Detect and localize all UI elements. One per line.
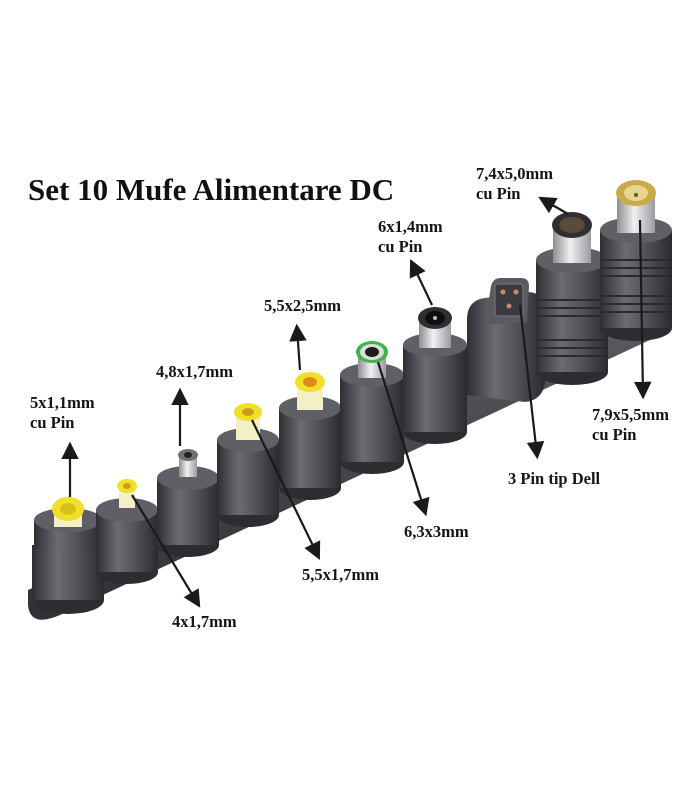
label-3-pin-dell: 3 Pin tip Dell <box>508 469 601 488</box>
connector-5x1-1mm <box>32 497 104 614</box>
label-4x1-7mm: 4x1,7mm <box>172 612 237 631</box>
label-6x1-4mm: 6x1,4mm cu Pin <box>378 217 443 256</box>
arrow-6x1-4mm <box>409 259 433 306</box>
arrow-5-5x1-7mm <box>251 419 321 560</box>
arrow-7-9x5-5mm <box>633 219 652 400</box>
connector-5-5x1-7mm <box>217 403 279 527</box>
connector-6-3x3mm <box>340 341 404 474</box>
annotation-arrows <box>61 196 652 608</box>
arrow-5-5x2-5mm <box>289 323 307 371</box>
label-5-5x2-5mm: 5,5x2,5mm <box>264 296 341 315</box>
arrow-3-pin-dell <box>518 304 545 460</box>
connector-4-8x1-7mm <box>157 449 219 557</box>
connector-6x1-4mm <box>403 307 467 444</box>
label-6-3x3mm: 6,3x3mm <box>404 522 469 541</box>
arrow-4x1-7mm <box>131 494 201 608</box>
label-5x1-1mm: 5x1,1mm cu Pin <box>30 393 95 432</box>
product-title: Set 10 Mufe Alimentare DC <box>28 172 395 207</box>
connector-3-pin-dell <box>467 278 545 402</box>
connector-7-4x5-0mm <box>536 212 608 385</box>
arrow-7-4x5-0mm <box>538 196 569 215</box>
connector-7-9x5-5mm <box>600 180 672 341</box>
label-5-5x1-7mm: 5,5x1,7mm <box>302 565 379 584</box>
connector-4x1-7mm <box>96 479 158 584</box>
label-7-4x5-0mm: 7,4x5,0mm cu Pin <box>476 164 553 203</box>
connector-5-5x2-5mm <box>279 372 341 500</box>
label-4-8x1-7mm: 4,8x1,7mm <box>156 362 233 381</box>
label-7-9x5-5mm: 7,9x5,5mm cu Pin <box>592 405 669 444</box>
arrow-6-3x3mm <box>376 361 430 517</box>
